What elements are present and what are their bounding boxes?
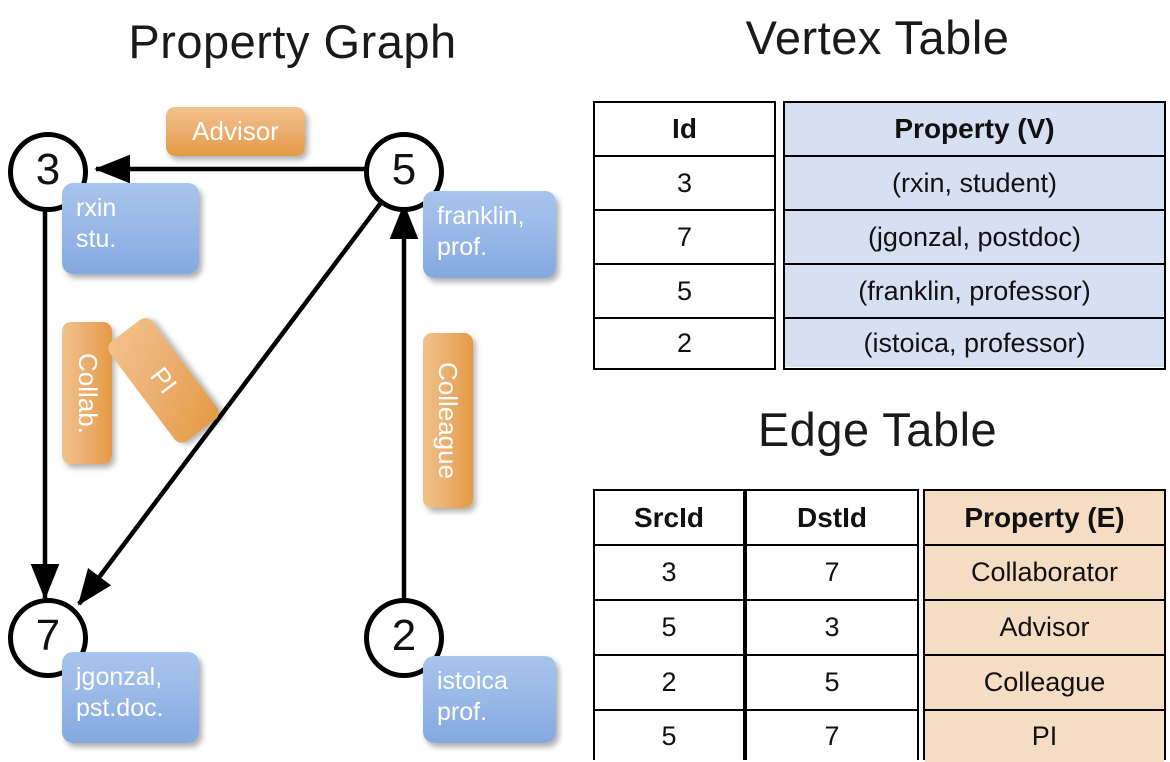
node-property-box-5: franklin, prof.: [423, 191, 556, 278]
edge-label-collab: Collab.: [62, 322, 112, 464]
edge-table-cell-dstid: 7: [747, 546, 917, 601]
vertex-table-cell-property: (jgonzal, postdoc): [785, 211, 1164, 265]
edge-table-cell-property: Collaborator: [925, 546, 1164, 601]
edge-table-cell-srcid: 3: [595, 546, 743, 601]
edge-table-cell-property: Advisor: [925, 601, 1164, 656]
vertex-table-id-column: Id 3 7 5 2: [593, 101, 776, 370]
property-graph-diagram: Advisor Collab. PI Colleague 3 5 7 2 rxi…: [0, 0, 585, 760]
vertex-table-title: Vertex Table: [745, 11, 1010, 64]
edge-table-header-dstid: DstId: [747, 491, 917, 546]
vertex-table-header-property: Property (V): [785, 103, 1164, 157]
edge-table-srcid-column: SrcId 3 5 2 5: [593, 489, 745, 762]
node-property-box-7: jgonzal, pst.doc.: [62, 652, 199, 743]
edge-label-colleague: Colleague: [423, 333, 473, 508]
graph-node-2[interactable]: 2: [364, 598, 444, 678]
edge-5-to-7: [77, 194, 388, 606]
property-graph-title: Property Graph: [128, 15, 457, 68]
edge-table-dstid-column: DstId 7 3 5 7: [745, 489, 919, 762]
vertex-table-cell-id: 5: [595, 265, 774, 319]
vertex-table-header-id: Id: [595, 103, 774, 157]
edge-table-header-srcid: SrcId: [595, 491, 743, 546]
vertex-table-property-column: Property (V) (rxin, student) (jgonzal, p…: [783, 101, 1166, 370]
vertex-table-cell-id: 7: [595, 211, 774, 265]
edge-table-title: Edge Table: [757, 403, 998, 456]
node-property-box-3: rxin stu.: [62, 183, 199, 274]
vertex-table-cell-id: 3: [595, 157, 774, 211]
vertex-table-cell-property: (istoica, professor): [785, 319, 1164, 367]
vertex-table-cell-id: 2: [595, 319, 774, 367]
vertex-table-cell-property: (franklin, professor): [785, 265, 1164, 319]
edge-table-cell-dstid: 7: [747, 711, 917, 762]
edge-table-property-column: Property (E) Collaborator Advisor Collea…: [923, 489, 1166, 762]
edge-table-cell-srcid: 2: [595, 656, 743, 711]
edge-table-cell-property: PI: [925, 711, 1164, 762]
edge-table-cell-dstid: 5: [747, 656, 917, 711]
graph-edges-svg: [30, 154, 419, 606]
edge-label-advisor: Advisor: [166, 107, 305, 156]
node-property-box-2: istoica prof.: [423, 656, 556, 743]
edge-table-cell-srcid: 5: [595, 711, 743, 762]
edge-table-cell-srcid: 5: [595, 601, 743, 656]
edge-table-header-property: Property (E): [925, 491, 1164, 546]
edge-table-cell-property: Colleague: [925, 656, 1164, 711]
edge-table-cell-dstid: 3: [747, 601, 917, 656]
vertex-table-cell-property: (rxin, student): [785, 157, 1164, 211]
